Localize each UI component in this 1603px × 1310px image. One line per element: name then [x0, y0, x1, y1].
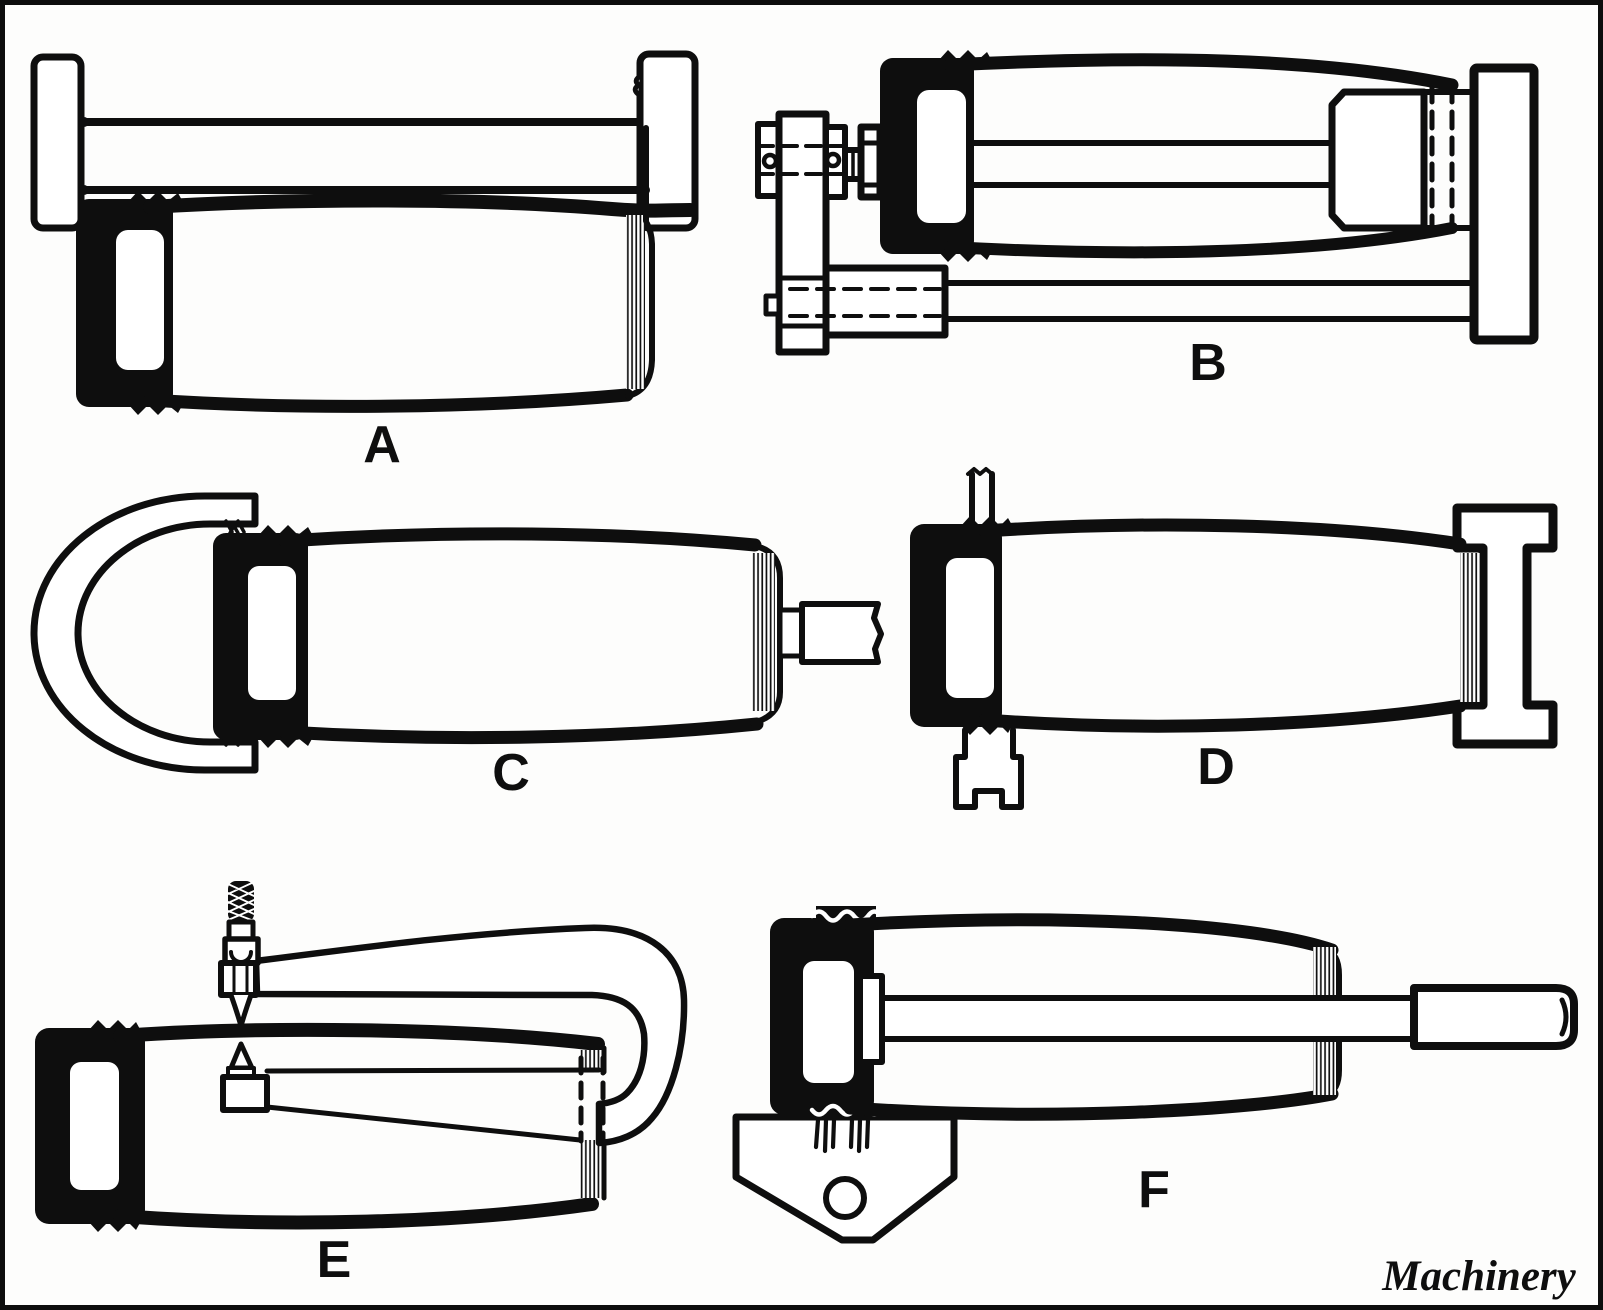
svg-text:B: B	[1189, 334, 1227, 392]
svg-text:Machinery: Machinery	[1381, 1253, 1576, 1300]
svg-text:D: D	[1197, 738, 1235, 796]
svg-text:C: C	[492, 744, 530, 802]
svg-text:E: E	[317, 1231, 352, 1289]
svg-text:A: A	[363, 416, 401, 474]
svg-text:F: F	[1138, 1161, 1170, 1219]
